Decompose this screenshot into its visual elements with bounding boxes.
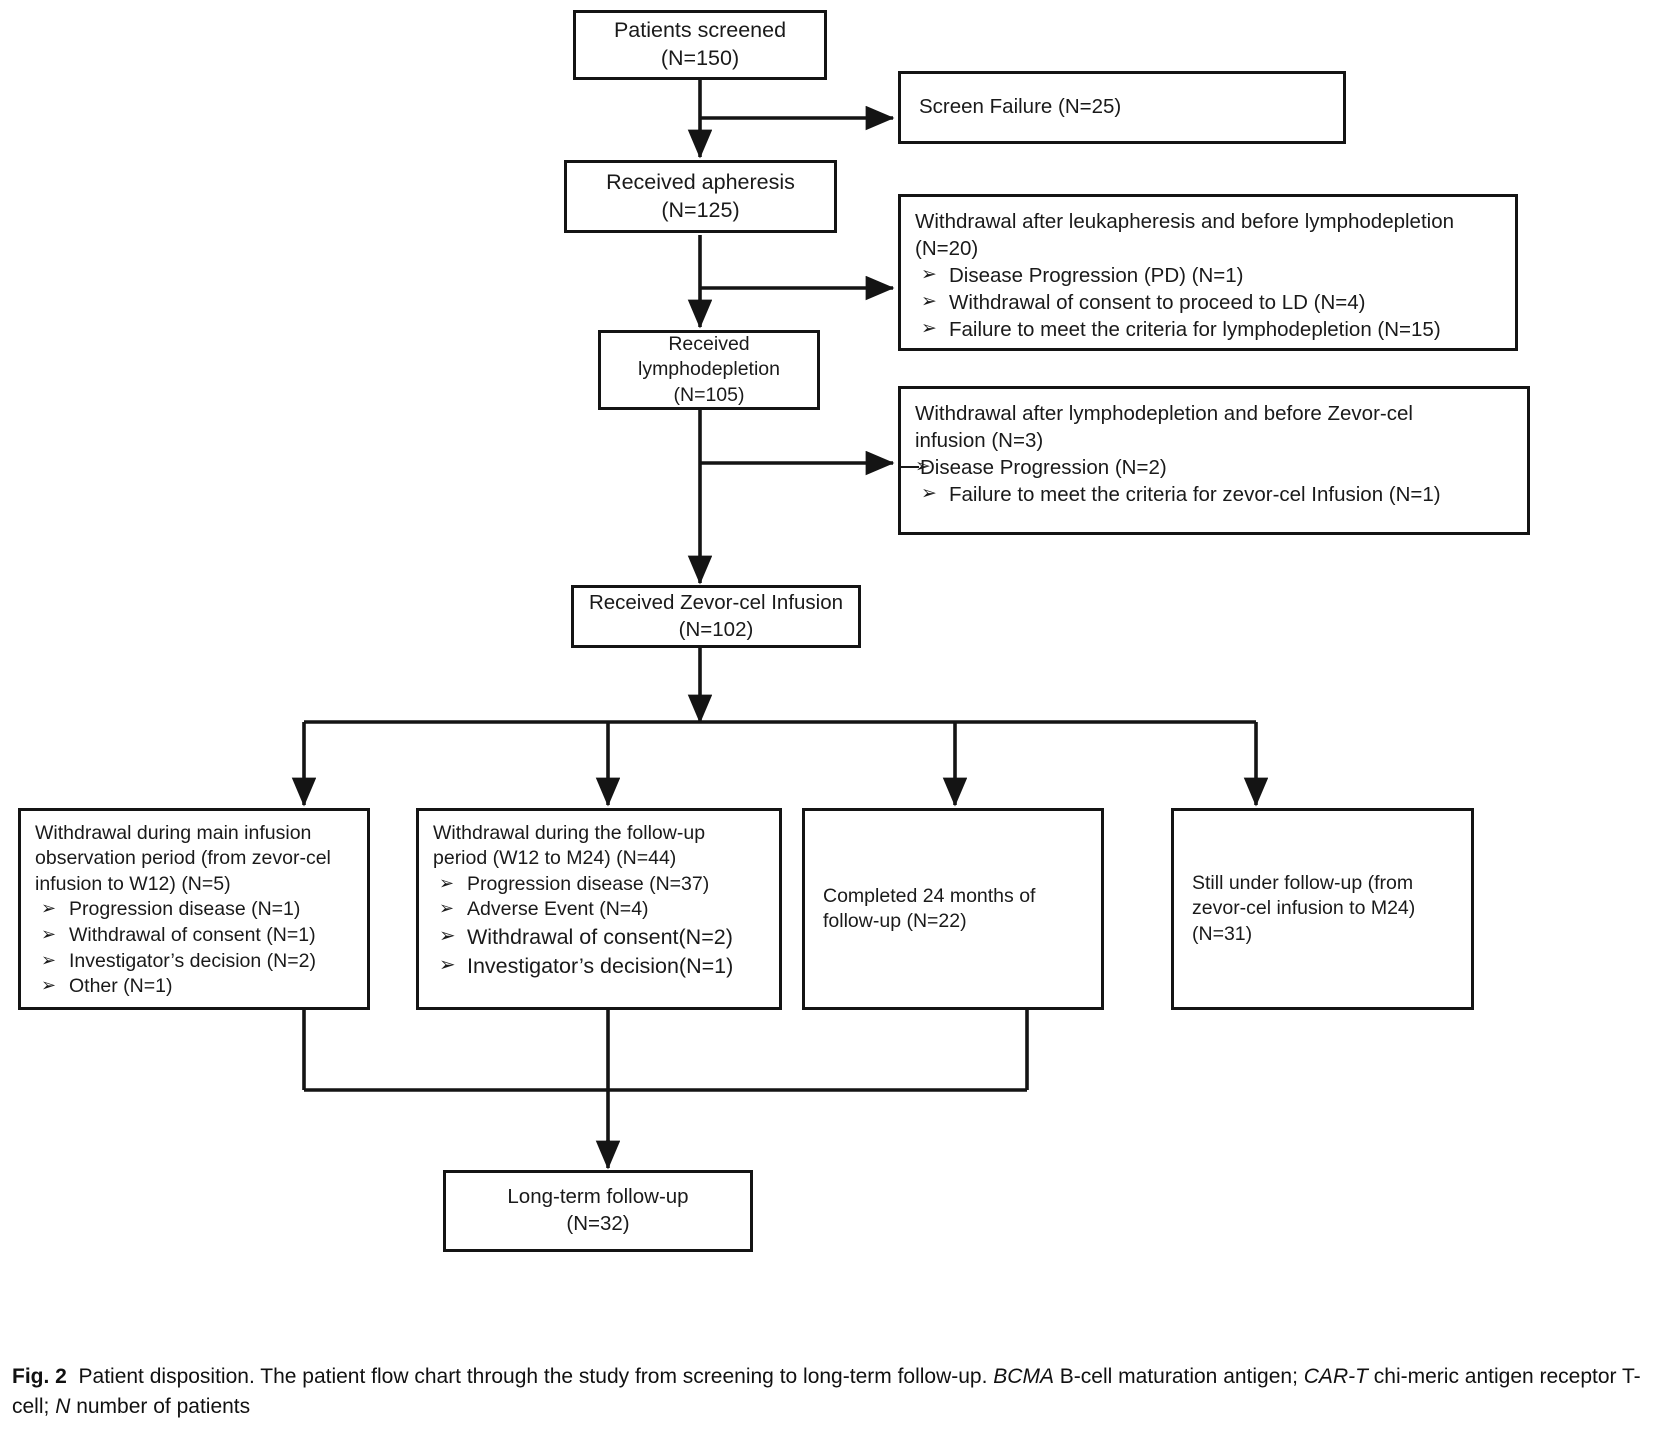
bullet-label: Withdrawal of consent(N=2) xyxy=(467,925,733,950)
bullet-item: ➢ Withdrawal of consent(N=2) xyxy=(433,923,773,951)
caption-abbr-cart: CAR-T xyxy=(1303,1365,1368,1388)
node-received-apheresis: Received apheresis (N=125) xyxy=(564,160,837,233)
node-long-term-followup: Long-term follow-up (N=32) xyxy=(443,1170,753,1252)
node-line: Screen Failure (N=25) xyxy=(919,95,1122,119)
bullet-item: ➢ Other (N=1) xyxy=(35,974,361,1000)
node-received-lymphodepletion: Received lymphodepletion (N=105) xyxy=(598,330,820,410)
node-line: (N=150) xyxy=(660,46,740,70)
flowchart-connectors xyxy=(291,80,1269,1170)
caption-abbr-n: N xyxy=(55,1394,71,1418)
node-line: (N=125) xyxy=(661,197,740,222)
bullet-item: ➢ Withdrawal of consent to proceed to LD … xyxy=(915,289,1507,316)
bullet-label: Investigator’s decision (N=2) xyxy=(69,949,316,972)
arrow-bullet-icon: ➢ xyxy=(921,290,937,313)
caption-text-4: number of patients xyxy=(70,1394,251,1418)
node-received-zevorcel-infusion: Received Zevor-cel Infusion (N=102) xyxy=(571,585,861,648)
node-line: Received apheresis xyxy=(606,169,795,194)
bullet-item: ➢ Withdrawal of consent (N=1) xyxy=(35,923,361,949)
bullet-label: Disease Progression (N=2) xyxy=(920,456,1167,480)
node-line: (N=102) xyxy=(678,617,754,641)
bullet-item: ➢ Disease Progression (PD) (N=1) xyxy=(915,262,1507,289)
node-screen-failure: Screen Failure (N=25) xyxy=(898,71,1346,144)
caption-text-1: Patient disposition. The patient flow ch… xyxy=(78,1365,994,1388)
node-line: Still under follow-up (from xyxy=(1192,871,1414,894)
arrow-bullet-icon: ➢ xyxy=(921,263,937,286)
node-line: observation period (from zevor-cel xyxy=(35,847,331,870)
bullet-label: Withdrawal of consent (N=1) xyxy=(69,923,316,946)
node-line: (N=32) xyxy=(566,1212,630,1235)
node-withdrawal-followup-period: Withdrawal during the follow-up period (… xyxy=(416,808,782,1010)
bullet-item: ➢Disease Progression (N=2) xyxy=(901,454,1519,481)
node-line: Completed 24 months of xyxy=(823,884,1036,907)
node-bullet-list: ➢ Progression disease (N=37) ➢ Adverse Eve… xyxy=(433,872,773,980)
arrow-bullet-icon: ➢ xyxy=(921,482,937,505)
bullet-label: Investigator’s decision(N=1) xyxy=(467,953,734,978)
node-line: Withdrawal during the follow-up xyxy=(433,822,706,844)
arrow-bullet-icon: ➢ xyxy=(41,975,57,997)
strikethrough-dash xyxy=(901,465,919,468)
node-line: Received Zevor-cel Infusion xyxy=(588,590,844,614)
arrow-bullet-icon: ➢ xyxy=(921,317,937,340)
node-withdrawal-after-lymphodepletion: Withdrawal after lymphodepletion and bef… xyxy=(898,386,1530,535)
arrow-bullet-icon: ➢ xyxy=(41,949,57,971)
arrow-bullet-icon: ➢ xyxy=(439,898,455,920)
arrow-bullet-icon: ➢ xyxy=(41,923,57,945)
bullet-label: Disease Progression (PD) (N=1) xyxy=(949,264,1244,288)
bullet-item: ➢ Progression disease (N=37) xyxy=(433,872,773,898)
arrow-bullet-icon: ➢ xyxy=(915,455,931,478)
node-bullet-list: ➢ Progression disease (N=1) ➢ Withdrawal o… xyxy=(35,897,361,1000)
bullet-item: ➢ Investigator’s decision (N=2) xyxy=(35,949,361,975)
node-completed-24-months: Completed 24 months of follow-up (N=22) xyxy=(802,808,1104,1010)
bullet-item: ➢ Investigator’s decision(N=1) xyxy=(433,952,773,980)
node-line: infusion (N=3) xyxy=(915,428,1044,452)
node-line: Received xyxy=(668,332,750,355)
caption-text-2: B-cell maturation antigen; xyxy=(1053,1365,1304,1388)
node-still-under-followup: Still under follow-up (from zevor-cel in… xyxy=(1171,808,1474,1010)
arrow-bullet-icon: ➢ xyxy=(41,898,57,920)
bullet-label: Failure to meet the criteria for lymphod… xyxy=(949,318,1441,342)
node-line: zevor-cel infusion to M24) xyxy=(1192,897,1416,920)
bullet-label: Failure to meet the criteria for zevor-c… xyxy=(949,483,1441,507)
arrow-bullet-icon: ➢ xyxy=(439,872,455,894)
node-line: period (W12 to M24) (N=44) xyxy=(433,847,677,870)
caption-abbr-bcma: BCMA xyxy=(993,1365,1054,1388)
arrow-bullet-icon: ➢ xyxy=(439,924,456,948)
node-line: (N=31) xyxy=(1192,922,1253,945)
node-line: infusion to W12) (N=5) xyxy=(35,872,231,895)
node-withdrawal-main-observation: Withdrawal during main infusion observat… xyxy=(18,808,370,1010)
node-patients-screened: Patients screened (N=150) xyxy=(573,10,827,80)
node-line: Withdrawal during main infusion xyxy=(35,822,312,844)
node-withdrawal-after-leukapheresis: Withdrawal after leukapheresis and befor… xyxy=(898,194,1518,351)
arrow-bullet-icon: ➢ xyxy=(439,952,456,976)
node-line: follow-up (N=22) xyxy=(823,910,967,932)
node-bullet-list: ➢Disease Progression (N=2) ➢ Failure to m… xyxy=(901,454,1519,508)
bullet-label: Adverse Event (N=4) xyxy=(467,898,649,921)
caption-text-3: chi-meric antigen receptor T-cell; xyxy=(12,1365,1641,1418)
bullet-label: Other (N=1) xyxy=(69,975,173,998)
node-bullet-list: ➢ Disease Progression (PD) (N=1) ➢ Withdra… xyxy=(915,262,1507,343)
node-line: Patients screened xyxy=(613,18,787,43)
bullet-item: ➢ Adverse Event (N=4) xyxy=(433,897,773,923)
node-line: lymphodepletion xyxy=(637,358,780,381)
node-line: Long-term follow-up xyxy=(507,1185,689,1209)
bullet-label: Progression disease (N=1) xyxy=(69,898,301,921)
bullet-item: ➢ Progression disease (N=1) xyxy=(35,897,361,923)
bullet-label: Progression disease (N=37) xyxy=(467,872,710,895)
node-line: (N=20) xyxy=(915,236,979,260)
bullet-item: ➢ Failure to meet the criteria for zevor-… xyxy=(915,481,1519,508)
figure-caption: Fig. 2 Patient disposition. The patient … xyxy=(12,1362,1656,1422)
bullet-item: ➢ Failure to meet the criteria for lympho… xyxy=(915,316,1507,343)
node-line: (N=105) xyxy=(673,383,745,406)
node-line: Withdrawal after leukapheresis and befor… xyxy=(915,210,1455,233)
bullet-label: Withdrawal of consent to proceed to LD (… xyxy=(949,291,1366,315)
node-line: Withdrawal after lymphodepletion and bef… xyxy=(915,402,1413,425)
figure-label: Fig. 2 xyxy=(12,1365,67,1388)
